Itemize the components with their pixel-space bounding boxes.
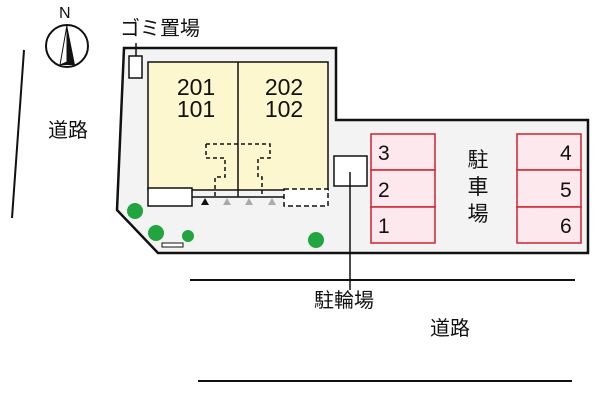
balcony-left <box>147 187 193 207</box>
road-boundary-left <box>11 49 25 219</box>
north-arrow-icon <box>45 24 89 68</box>
parking-label-char: 駐 <box>467 148 489 172</box>
bicycle-parking-label: 駐輪場 <box>314 288 374 312</box>
parking-slot-2: 2 <box>378 179 390 202</box>
parking-label-char: 車 <box>467 175 489 199</box>
tree-icon <box>148 225 164 241</box>
garbage-box <box>128 55 143 79</box>
parking-slot-4: 4 <box>560 142 572 165</box>
parking-group-left <box>370 133 436 244</box>
unit-lower-number: 102 <box>264 96 304 122</box>
unit-lower-number: 101 <box>176 96 216 122</box>
tree-icon <box>308 232 324 248</box>
parking-slot-5: 5 <box>560 179 572 202</box>
entrance-outline <box>205 143 271 197</box>
parking-group-right <box>516 133 582 244</box>
parking-label-char: 場 <box>467 202 489 226</box>
tree-icon <box>127 203 143 219</box>
unit-label-201-101: 201 101 <box>156 74 236 122</box>
entry-marker-icon <box>201 198 209 205</box>
compass-label: N <box>59 5 71 22</box>
unit-upper-number: 202 <box>264 74 304 100</box>
entry-marker-icon <box>245 198 253 205</box>
parking-slot-1: 1 <box>378 215 390 238</box>
entry-marker-icon <box>268 198 276 205</box>
unit-label-202-102: 202 102 <box>244 74 324 122</box>
unit-upper-number: 201 <box>176 74 216 100</box>
balcony-right <box>283 188 329 207</box>
garbage-area-label: ゴミ置場 <box>120 16 200 40</box>
parking-slot-3: 3 <box>378 142 390 165</box>
road-label-left: 道路 <box>48 118 88 142</box>
parking-label: 駐 車 場 <box>466 147 490 228</box>
road-label-bottom: 道路 <box>430 316 470 340</box>
parking-slot-6: 6 <box>560 215 572 238</box>
tree-icon <box>182 230 194 242</box>
planter <box>161 242 184 248</box>
entry-marker-icon <box>223 198 231 205</box>
